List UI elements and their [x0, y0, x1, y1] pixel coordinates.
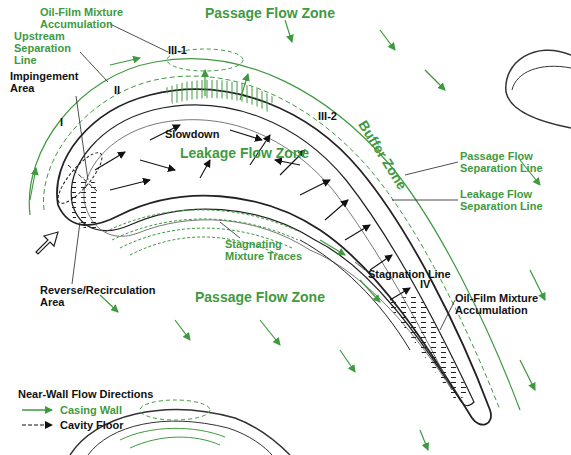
callout-label: Stagnation Line [368, 268, 451, 280]
callout-label: Reverse/Recirculation Area [40, 284, 135, 308]
legend-heading: Near-Wall Flow Directions [18, 388, 153, 400]
callout-label: III-1 [168, 44, 187, 56]
legend-text: Casing Wall [60, 404, 122, 416]
callout-label: II [114, 84, 120, 96]
callout-label: IV [420, 278, 430, 290]
callout-label: Slowdown [165, 128, 219, 140]
legend-text: Cavity Floor [60, 419, 124, 431]
callout-label: Upstream Separation Line [14, 30, 89, 66]
callout-label: III-2 [318, 110, 337, 122]
callout-label: Passage Flow Separation Line [460, 150, 560, 174]
callout-label: Leakage Flow Zone [180, 146, 309, 161]
callout-label: Oil-Film Mixture Accumulation [40, 6, 140, 30]
callout-label: Stagnating Mixture Traces [225, 238, 305, 262]
callout-label: Impingement Area [10, 70, 85, 94]
legend-sample [22, 409, 52, 411]
callout-label: Buffer Zone [355, 118, 409, 193]
callout-label: Leakage Flow Separation Line [460, 188, 560, 212]
callout-label: I [60, 116, 63, 128]
legend-sample [22, 424, 52, 425]
callout-label: Passage Flow Zone [205, 6, 335, 21]
callout-label: Passage Flow Zone [195, 290, 325, 305]
callout-label: Oil-Film Mixture Accumulation [455, 292, 555, 316]
